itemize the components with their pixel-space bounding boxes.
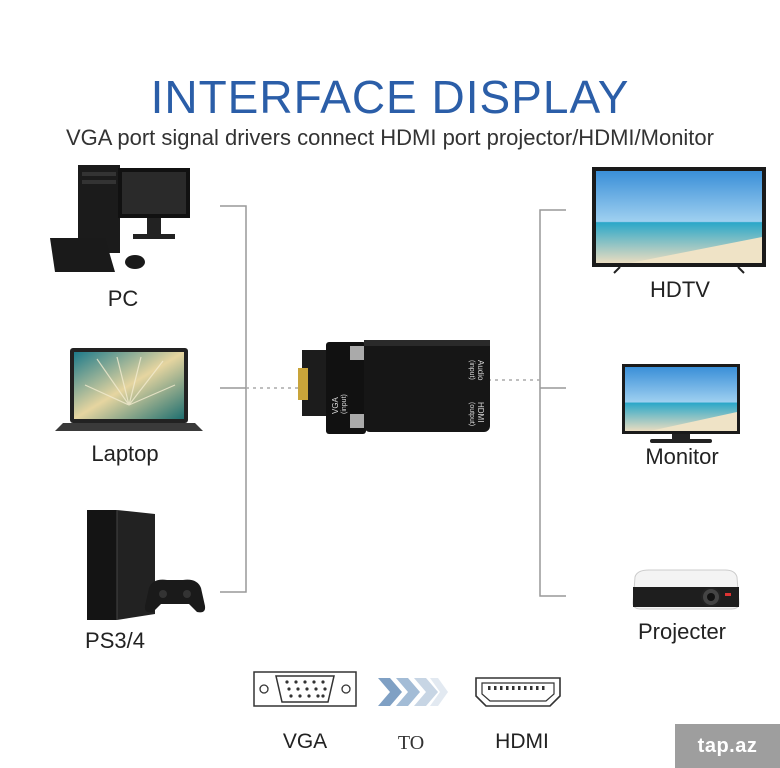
audio-port-sub: (input) xyxy=(468,360,475,380)
game-console-icon xyxy=(87,510,206,620)
vga-port-sub: (input) xyxy=(341,394,348,414)
vga-port-label: VGA xyxy=(331,396,340,414)
output-monitor: Monitor xyxy=(620,362,750,477)
watermark: tap.az xyxy=(675,724,780,768)
vga-label: VGA xyxy=(282,730,328,753)
hdtv-icon xyxy=(592,167,766,274)
laptop-icon xyxy=(55,348,203,431)
adapter-icon: VGA (input) Audio (input) HDMI (output) xyxy=(298,340,490,434)
output-label: Monitor xyxy=(645,444,719,469)
hdmi-port-icon xyxy=(475,677,561,707)
page-title: INTERFACE DISPLAY xyxy=(150,71,630,123)
output-label: Projecter xyxy=(637,619,727,644)
source-laptop: Laptop xyxy=(45,345,205,475)
page-subtitle: VGA port signal drivers connect HDMI por… xyxy=(65,125,714,150)
hdmi-port-sub: (output) xyxy=(468,402,475,426)
source-pc: PC xyxy=(45,160,205,311)
output-label: HDTV xyxy=(650,277,710,302)
output-projector: Projecter xyxy=(625,565,755,655)
vga-port-icon xyxy=(253,671,357,707)
source-label: PC xyxy=(107,286,139,311)
audio-port-label: Audio xyxy=(476,360,485,381)
source-label: Laptop xyxy=(91,441,159,466)
projector-icon xyxy=(632,569,740,610)
to-label: TO xyxy=(397,732,425,754)
arrow-chevrons-icon xyxy=(378,678,448,706)
source-console: PS3/4 xyxy=(45,508,215,658)
hdmi-port-label: HDMI xyxy=(476,402,485,422)
hdmi-label: HDMI xyxy=(495,730,549,753)
source-label: PS3/4 xyxy=(85,628,145,653)
vga-hdmi-adapter: VGA (input) Audio (input) HDMI (output) xyxy=(298,332,494,442)
monitor-icon xyxy=(622,364,740,443)
desktop-pc-icon xyxy=(50,165,190,272)
output-hdtv: HDTV xyxy=(590,165,768,310)
